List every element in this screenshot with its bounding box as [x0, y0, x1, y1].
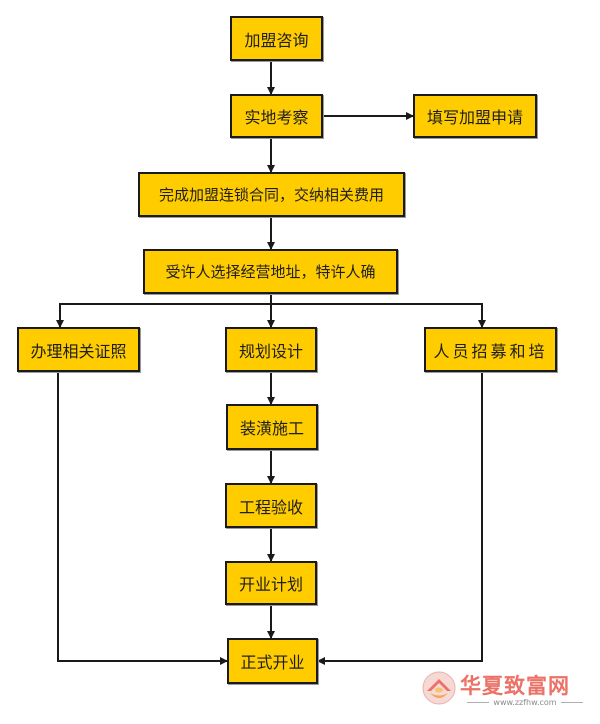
node-site: 受许人选择经营地址，特许人确: [143, 249, 398, 294]
edge-site-to-recruit: [271, 303, 486, 328]
node-recruit: 人员招募和培: [424, 327, 557, 372]
watermark-title: 华夏致富网: [460, 674, 570, 698]
watermark-logo-icon: [422, 671, 456, 705]
node-construction: 装潢施工: [226, 404, 318, 450]
node-apply: 填写加盟申请: [413, 94, 537, 138]
watermark-url: www.zzfhw.com: [460, 698, 590, 707]
node-design: 规划设计: [225, 327, 317, 372]
watermark: 华夏致富网 www.zzfhw.com: [420, 668, 595, 718]
node-opening: 正式开业: [227, 638, 318, 684]
edge-recruit-to-opening: [317, 372, 483, 665]
edge-licenses-to-opening: [57, 372, 228, 665]
node-consult: 加盟咨询: [230, 16, 323, 61]
edge-site-to-licenses: [56, 294, 272, 328]
node-acceptance: 工程验收: [225, 483, 317, 528]
node-licenses: 办理相关证照: [17, 327, 140, 372]
node-contract: 完成加盟连锁合同，交纳相关费用: [138, 172, 405, 217]
node-plan: 开业计划: [225, 561, 317, 605]
node-inspect: 实地考察: [230, 94, 323, 138]
